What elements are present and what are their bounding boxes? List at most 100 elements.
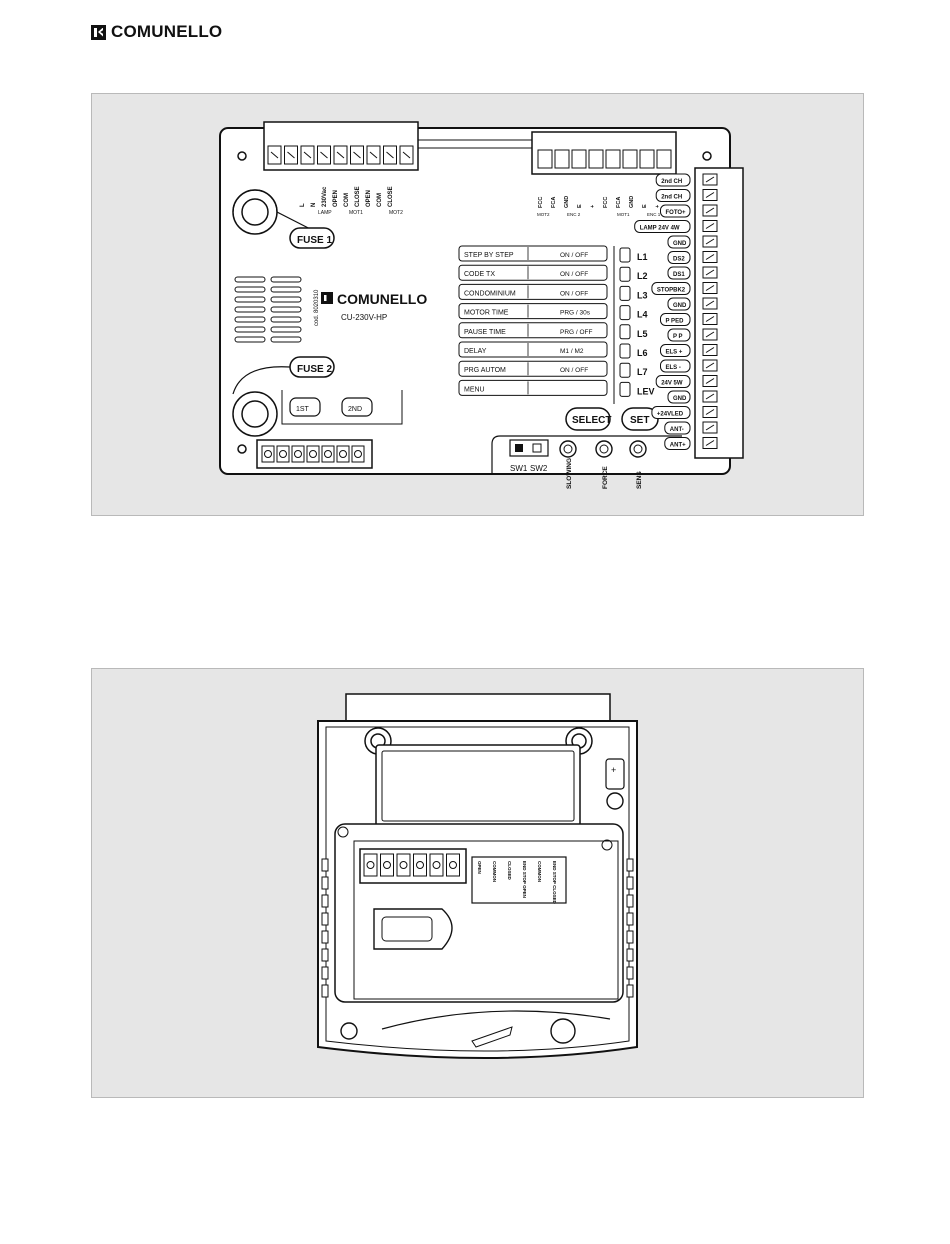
right-terminal-slot	[705, 378, 715, 384]
led-label: L3	[637, 290, 648, 300]
radio-slot-2: 2ND	[348, 406, 362, 413]
top-terminal-label: COM	[377, 193, 383, 207]
vent-slot	[234, 316, 266, 323]
right-terminal-tag	[667, 266, 691, 280]
menu-row	[458, 245, 608, 262]
vent-slot	[270, 286, 302, 293]
led-indicator	[619, 285, 631, 301]
fuse2-label: FUSE 2	[297, 364, 332, 375]
menu-row	[458, 360, 608, 377]
motor-terminal	[363, 853, 378, 877]
right-terminal-strip	[702, 173, 718, 449]
mid-terminal-label: E	[577, 204, 583, 208]
trimmer-knob	[559, 440, 577, 458]
menu-item-label: CODE TX	[464, 271, 495, 278]
top-group-label: MOT1	[349, 210, 363, 216]
right-terminal-slot	[705, 393, 715, 400]
led-label: L5	[637, 329, 648, 339]
radio-slot-1: 1ST	[296, 406, 310, 413]
vent-slot	[270, 326, 302, 333]
vent-slot	[270, 336, 302, 343]
mid-terminal-label: +	[655, 205, 661, 208]
board-model: CU-230V-HP	[341, 313, 387, 322]
right-terminal-label: P PED	[666, 319, 685, 325]
top-terminal-slot	[270, 151, 279, 159]
right-terminal-tag	[655, 189, 691, 202]
led-label: L6	[637, 348, 648, 358]
right-terminal-slot	[705, 207, 715, 214]
right-terminal-label: ELS -	[666, 365, 681, 371]
side-rib-right	[626, 876, 634, 890]
menu-item-option: M1 / M2	[560, 348, 584, 355]
trimmer-core	[563, 444, 573, 454]
right-terminal-label: DS1	[673, 272, 685, 278]
mid-group-label: ENC 2	[567, 212, 581, 217]
motor-terminal	[429, 853, 444, 877]
bottom-terminal-screw	[291, 445, 305, 463]
motor-wiring-label: END STOP OPEN	[522, 861, 527, 898]
right-terminal-label: FOTO+	[666, 210, 687, 216]
motor-terminal-screw	[399, 861, 408, 869]
led-label: L1	[637, 252, 648, 262]
vent-slot	[234, 326, 266, 333]
side-rib-left	[321, 984, 329, 998]
right-terminal-tag	[660, 344, 691, 357]
mid-terminal-screw	[622, 149, 638, 169]
right-terminal-slot	[705, 300, 715, 307]
side-rib-left	[321, 858, 329, 872]
motor-terminal-screw	[449, 861, 457, 869]
top-terminal-slot	[303, 151, 312, 159]
top-terminal-label: CLOSE	[388, 186, 394, 207]
top-terminal-label: OPEN	[366, 190, 372, 207]
right-terminal-tag	[655, 375, 691, 388]
right-terminal-tag	[651, 282, 691, 295]
bottom-terminal-block	[261, 445, 365, 463]
top-terminal-slot	[369, 151, 378, 159]
motor-terminal-screw	[383, 861, 391, 869]
side-rib-right	[626, 948, 634, 962]
motor-terminal-block	[363, 853, 460, 877]
trimmer-knob	[595, 440, 613, 458]
mid-group-label: ENC 1	[647, 212, 661, 217]
vent-slot	[270, 276, 302, 283]
led-indicator	[619, 247, 631, 263]
menu-item-label: PRG AUTOM	[464, 367, 506, 374]
select-button[interactable]	[565, 407, 611, 431]
right-terminal-slot	[705, 269, 715, 276]
plus-label: +	[611, 765, 616, 775]
mid-terminal-label: FCC	[603, 197, 609, 208]
menu-row	[458, 322, 608, 339]
top-terminal-block	[267, 145, 414, 165]
vent-slot	[270, 306, 302, 313]
right-terminal-slot	[705, 192, 715, 198]
bottom-terminal-screw	[306, 445, 320, 463]
motor-terminal-screw	[366, 861, 375, 869]
top-terminal-label: COM	[344, 193, 350, 207]
right-terminal-label: 24V 5W	[661, 381, 683, 387]
right-terminal-tag	[667, 235, 691, 249]
bottom-terminal-head	[264, 450, 272, 458]
led-label: L2	[637, 271, 648, 281]
side-rib-right	[626, 984, 634, 998]
mid-group-label: MOT2	[537, 212, 550, 217]
motor-terminal	[396, 853, 411, 877]
board-brand: COMUNELLO	[337, 291, 427, 307]
led-indicator	[619, 324, 631, 340]
led-label: L4	[637, 310, 648, 320]
right-terminal-tag	[660, 313, 691, 326]
top-terminal-slot	[402, 151, 411, 159]
right-terminal-tag	[667, 297, 691, 311]
bottom-terminal-head	[294, 450, 302, 458]
menu-row	[458, 303, 608, 320]
mid-terminal-label: GND	[629, 196, 635, 208]
led-indicator	[619, 362, 631, 378]
right-terminal-label: 2nd CH	[661, 195, 682, 201]
mid-terminal-block	[418, 139, 672, 169]
mid-terminal-label: GND	[564, 196, 570, 208]
menu-item-option: PRG / OFF	[560, 329, 593, 336]
side-rib-left	[321, 930, 329, 944]
trimmer-knob	[629, 440, 647, 458]
